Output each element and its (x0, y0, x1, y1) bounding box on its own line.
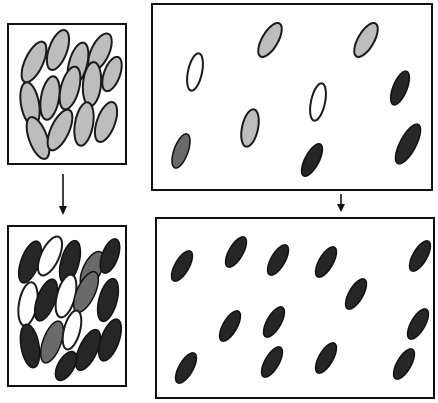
panel-bottom-right-frame (156, 218, 434, 398)
arrow-left-down (59, 174, 67, 215)
arrow-right-down (337, 194, 345, 212)
